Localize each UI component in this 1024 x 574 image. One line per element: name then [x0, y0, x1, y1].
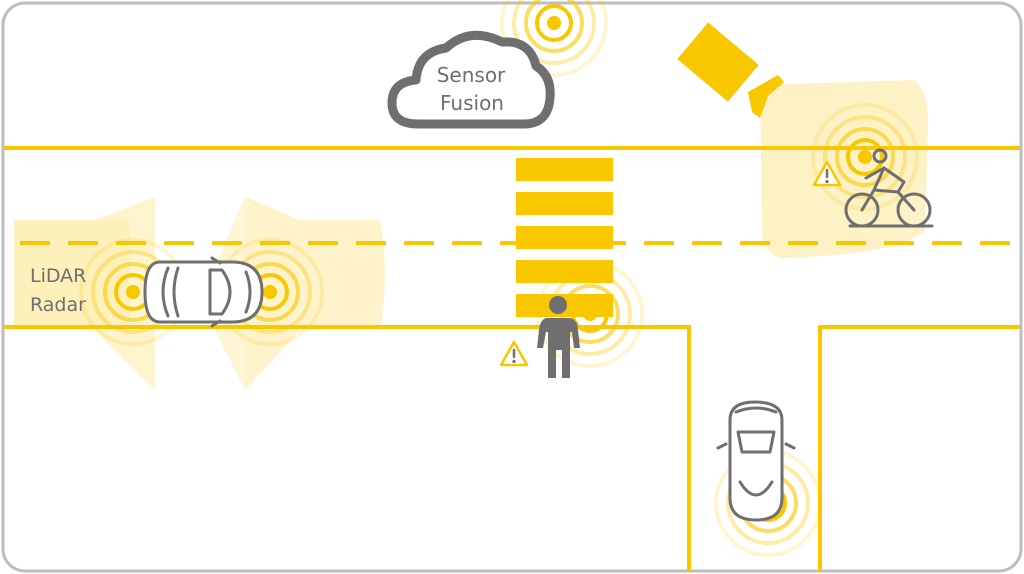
sensor-label-lidar: LiDAR	[30, 265, 86, 287]
security-camera-icon	[677, 22, 784, 118]
car-icon	[716, 400, 796, 522]
pedestrian-icon	[537, 296, 580, 378]
cloud-icon: Sensor Fusion	[387, 30, 555, 129]
cyclist-icon	[844, 148, 934, 228]
cloud-label-line2: Fusion	[440, 91, 504, 115]
sensor-label-radar: Radar	[30, 294, 86, 316]
cloud-label-line1: Sensor	[437, 63, 506, 87]
car-icon	[143, 256, 264, 328]
